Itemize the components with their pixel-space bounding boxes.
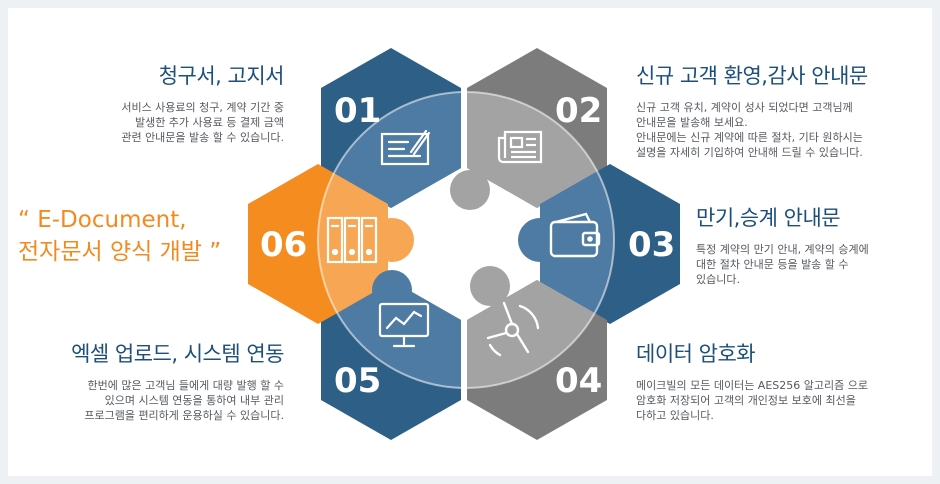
slogan: “ E-Document, 전자문서 양식 개발 ” [18,204,221,268]
block-02-desc-line: 안내문을 발송해 보세요. [636,116,748,129]
block-05: 엑셀 업로드, 시스템 연동 한번에 많은 고객님 들에게 대량 발행 할 수 … [4,338,284,423]
number-05: 05 [334,361,381,401]
block-05-title: 엑셀 업로드, 시스템 연동 [71,342,284,366]
block-03-title: 만기,승계 안내문 [696,206,841,230]
number-02: 02 [555,91,602,131]
block-04: 데이터 암호화 메이크빌의 모든 데이터는 AES256 알고리즘 으로 암호화… [636,338,926,423]
block-02-title: 신규 고객 환영,감사 안내문 [636,64,868,88]
document-edit-icon [380,129,431,166]
puzzle-tab-02 [450,170,490,210]
block-04-desc-line: 암호화 저장되어 고객의 개인정보 보호에 최선을 [636,394,856,407]
number-06: 06 [260,225,307,265]
number-03: 03 [628,225,675,265]
block-02-desc-line: 설명을 자세히 기입하여 안내해 드릴 수 있습니다. [636,146,863,159]
block-02: 신규 고객 환영,감사 안내문 신규 고객 유치, 계약이 성사 되었다면 고객… [636,60,926,160]
block-01: 청구서, 고지서 서비스 사용료의 청구, 계약 기간 중 발생한 추가 사용료… [24,60,284,145]
block-01-desc-line: 발생한 추가 사용료 등 결제 금액 [134,116,284,129]
block-03-desc: 특정 계약의 만기 안내, 계약의 승계에 대한 절차 안내문 등을 발송 할 … [696,242,926,287]
wallet-icon [549,212,601,258]
block-01-title: 청구서, 고지서 [158,64,285,88]
block-01-desc: 서비스 사용료의 청구, 계약 기간 중 발생한 추가 사용료 등 결제 금액 … [24,100,284,145]
block-01-desc-line: 서비스 사용료의 청구, 계약 기간 중 [121,101,284,114]
block-02-desc-line: 신규 고객 유치, 계약이 성사 되었다면 고객님께 [636,101,853,114]
block-02-desc-line: 안내문에는 신규 계약에 따른 절차, 기타 원하시는 [636,131,863,144]
puzzle-tab-06 [370,218,414,262]
binders-icon [326,216,378,264]
block-01-desc-line: 관련 안내문을 발송 할 수 있습니다. [121,131,284,144]
inner-circle-outline [317,91,615,389]
puzzle-tab-04 [470,266,510,306]
block-02-desc: 신규 고객 유치, 계약이 성사 되었다면 고객님께 안내문을 발송해 보세요.… [636,100,926,160]
slogan-line-1: “ E-Document, [18,207,187,233]
puzzle-tab-05 [372,270,412,310]
number-01: 01 [334,91,381,131]
fan-icon [486,301,540,357]
block-04-desc-line: 다하고 있습니다. [636,409,714,422]
slogan-line-2: 전자문서 양식 개발 ” [18,239,222,265]
block-04-desc: 메이크빌의 모든 데이터는 AES256 알고리즘 으로 암호화 저장되어 고객… [636,378,926,423]
block-03-desc-line: 특정 계약의 만기 안내, 계약의 승계에 [696,243,869,256]
block-03: 만기,승계 안내문 특정 계약의 만기 안내, 계약의 승계에 대한 절차 안내… [696,202,926,287]
block-05-desc-line: 프로그램을 편리하게 운용하실 수 있습니다. [84,409,284,422]
number-04: 04 [555,361,602,401]
block-05-desc-line: 있으며 시스템 연동을 통하여 내부 관리 [104,394,284,407]
monitor-chart-icon [378,302,430,348]
newspaper-icon [497,130,543,164]
block-04-desc-line: 메이크빌의 모든 데이터는 AES256 알고리즘 으로 [636,379,868,392]
block-04-title: 데이터 암호화 [636,342,756,366]
block-05-desc: 한번에 많은 고객님 들에게 대량 발행 할 수 있으며 시스템 연동을 통하여… [4,378,284,423]
block-05-desc-line: 한번에 많은 고객님 들에게 대량 발행 할 수 [87,379,284,392]
block-03-desc-line: 대한 절차 안내문 등을 발송 할 수 [696,258,849,271]
block-03-desc-line: 있습니다. [696,273,740,286]
